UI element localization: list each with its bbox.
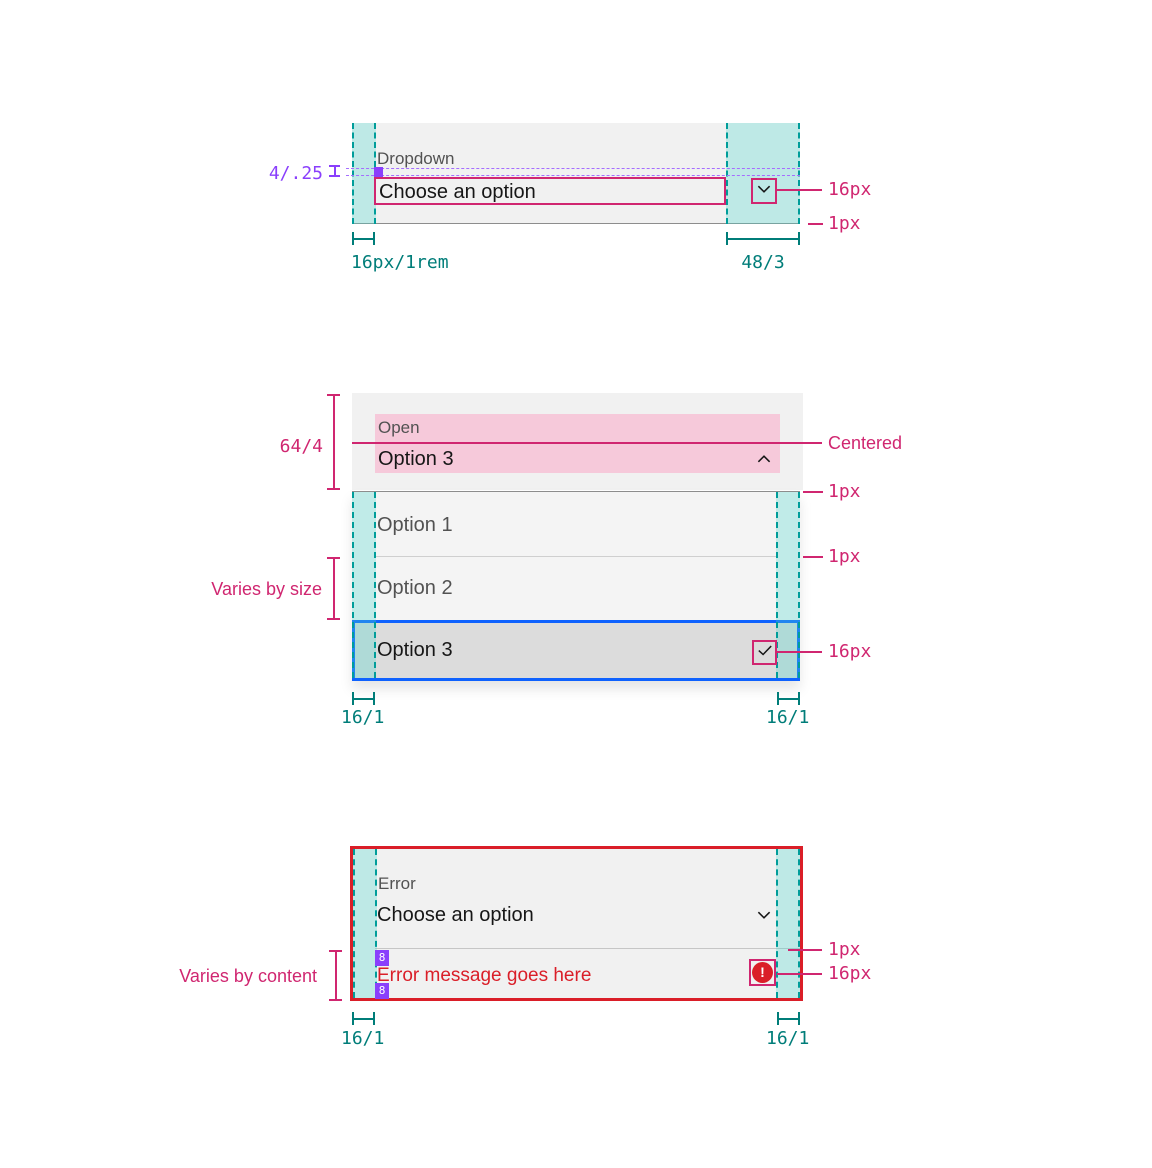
dropdown-value-text[interactable]: Choose an option [377,904,534,926]
varies-by-size-annotation: Varies by size [211,579,322,599]
chevron-size-annotation: 16px [828,179,872,200]
left-padding-redline-column [352,123,376,224]
value-text-redline-box: Choose an option [374,177,726,205]
menu-left-measure-label: 16/1 [341,707,385,728]
error-right-measure-bracket [777,1012,800,1025]
menu-option-2[interactable]: Option 2 [377,577,453,599]
menu-left-padding-redline-column [352,492,376,678]
menu-right-padding-redline-column [776,492,800,678]
error-left-measure-label: 16/1 [341,1028,385,1049]
error-icon-redline-box: ! [749,959,776,986]
field-height-measure-bracket [327,394,340,490]
error-left-measure-bracket [352,1012,375,1025]
checkmark-redline-box [752,640,777,665]
varies-by-content-annotation: Varies by content [179,966,317,986]
chevron-up-icon[interactable] [753,450,775,468]
menu-option-1[interactable]: Option 1 [377,514,453,536]
centered-annotation: Centered [828,433,903,453]
error-message-text: Error message goes here [377,965,592,986]
chevron-down-icon[interactable] [753,906,775,924]
dropdown-value-text[interactable]: Choose an option [379,181,536,203]
error-divider [375,948,800,949]
option-row-measure-bracket [327,557,340,620]
field-label: Error [378,874,416,893]
menu-option-3-text: Option 3 [377,639,453,661]
menu-right-measure-bracket [777,692,800,705]
field-label: Open [378,418,420,437]
divider-annotation: 1px [828,546,861,567]
left-padding-measure-label: 16px/1rem [351,252,449,273]
error-divider-callout-line [788,949,822,951]
error-right-padding-redline-column [776,849,800,998]
gap-ibeam-icon [329,165,340,177]
divider-callout-line [803,556,823,558]
chevron-callout-line [777,189,822,191]
dropdown-value-text[interactable]: Option 3 [378,448,454,470]
left-padding-measure-bracket [352,232,375,245]
checkmark-callout-line [777,651,822,653]
error-right-measure-label: 16/1 [766,1028,810,1049]
menu-border-callout-line [803,491,823,493]
label-gap-marker-square [374,167,383,177]
right-area-measure-bracket [726,232,800,245]
spacing-8-badge-bottom: 8 [375,983,389,999]
error-icon-callout-line [777,973,822,975]
chevron-down-icon [755,180,773,203]
error-warning-icon: ! [752,962,773,983]
chevron-redline-box[interactable] [751,178,777,204]
menu-left-measure-bracket [352,692,375,705]
error-left-padding-redline-column [353,849,377,998]
dropdown-field-closed[interactable] [352,123,800,224]
menu-option-3-selected[interactable] [352,620,800,681]
checkmark-icon [756,641,774,664]
checkmark-size-annotation: 16px [828,641,872,662]
menu-border-annotation: 1px [828,481,861,502]
field-label: Dropdown [377,149,455,168]
dropdown-field-error[interactable] [350,846,803,1001]
label-gap-dashed-line-bottom [346,175,800,176]
label-gap-annotation: 4/.25 [268,163,323,184]
centered-callout-line [352,442,822,444]
error-divider-annotation: 1px [828,939,861,960]
error-area-measure-bracket [329,950,342,1001]
menu-right-measure-label: 16/1 [766,707,810,728]
border-callout-line [808,223,823,225]
label-gap-dashed-line-top [346,168,800,169]
error-icon-size-annotation: 16px [828,963,872,984]
field-height-measure-label: 64/4 [279,436,323,457]
right-area-measure-label: 48/3 [741,252,785,273]
right-touch-area-redline-column [726,123,800,224]
border-annotation: 1px [828,213,861,234]
spacing-8-badge-top: 8 [375,950,389,966]
menu-option-divider [375,556,777,557]
